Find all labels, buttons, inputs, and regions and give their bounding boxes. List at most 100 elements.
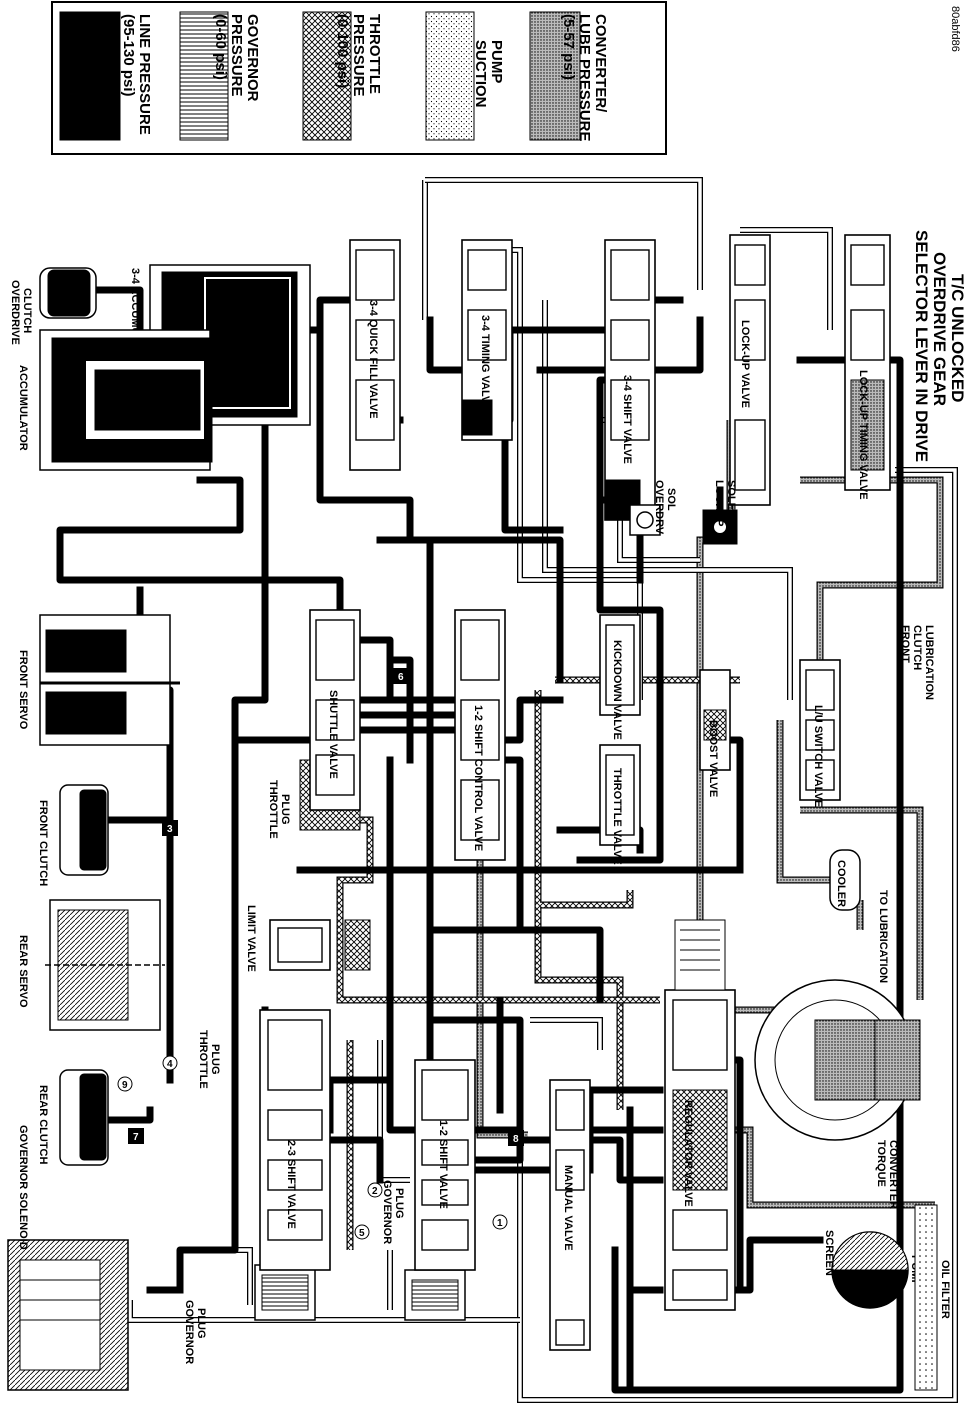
legend-swatch-converter-pressure [529, 11, 581, 141]
to-lubrication-label: TO LUBRICATION [877, 890, 889, 983]
check-ball-8: 8 [508, 1130, 524, 1146]
cooler-label: COOLER [835, 860, 847, 907]
regulator-valve-label: REGULATOR VALVE [682, 1100, 694, 1207]
governor-plug-left [254, 1264, 316, 1321]
limit-valve [269, 919, 371, 971]
legend-swatch-throttle-pressure [302, 11, 352, 141]
shift-valve-1-2 [414, 1059, 476, 1271]
legend-line-pressure-label: LINE PRESSURE [136, 14, 153, 135]
lockup-solenoid [702, 509, 738, 545]
svg-text:8: 8 [513, 1134, 519, 1145]
check-ball-1: 1 [492, 1214, 508, 1230]
state-title: SELECTOR LEVER IN DRIVE OVERDRIVE GEAR T… [912, 230, 967, 462]
kickdown-valve-label: KICKDOWN VALVE [611, 640, 623, 740]
governor-plug-mid-label: GOVERNORPLUG [381, 1180, 405, 1244]
legend-governor-label-1: GOVERNOR [244, 14, 261, 102]
rear-clutch [59, 1069, 109, 1166]
governor-solenoid [7, 1239, 129, 1391]
shift-control-valve-1-2-label: 1-2 SHIFT CONTROL VALVE [472, 705, 484, 851]
governor-plug-mid [404, 1269, 466, 1321]
legend-governor-label-2: PRESSURE [228, 14, 245, 97]
throttle-valve-label: THROTTLE VALVE [611, 768, 623, 865]
accumulator-label: ACCUMULATOR [17, 365, 29, 451]
shuttle-valve [309, 609, 361, 811]
legend-governor-range: (0-60 psi) [212, 14, 229, 80]
legend-suction-label-2: SUCTION [472, 40, 489, 108]
lockup-valve-label: LOCK-UP VALVE [739, 320, 751, 408]
governor-plug-left-label: GOVERNORPLUG [183, 1300, 207, 1364]
legend-throttle-label-1: THROTTLE [366, 14, 383, 94]
check-ball-5: 5 [354, 1224, 370, 1240]
kickdown-valve [599, 614, 641, 716]
quick-fill-valve-3-4 [349, 239, 401, 471]
legend-converter-label-1: CONVERTER/ [592, 14, 609, 113]
legend-suction-label-1: PUMP [488, 40, 505, 83]
rear-servo [45, 899, 165, 1031]
legend-throttle-label-2: PRESSURE [350, 14, 367, 97]
throttle-plug-lower-label: THROTTLEPLUG [197, 1030, 221, 1089]
front-servo [39, 614, 180, 746]
legend-converter-label-2: LUBE PRESSURE [576, 14, 593, 142]
front-clutch-lube-label: FRONTCLUTCHLUBRICATION [899, 625, 935, 700]
lu-switch-valve [799, 659, 841, 801]
throttle-valve [599, 744, 641, 846]
screen-label: SCREEN [823, 1230, 835, 1276]
throttle-plug-upper-label: THROTTLEPLUG [267, 780, 291, 839]
lockup-timing-valve [844, 234, 891, 491]
legend-converter-range: (5-57 psi) [560, 14, 577, 80]
check-ball-7: 7 [128, 1128, 144, 1144]
torque-converter-label: TORQUECONVERTER [875, 1140, 899, 1209]
shift-valve-2-3-label: 2-3 SHIFT VALVE [285, 1140, 297, 1229]
shift-valve-1-2-label: 1-2 SHIFT VALVE [437, 1120, 449, 1209]
front-clutch [59, 784, 109, 876]
timing-valve-3-4-label: 3-4 TIMING VALVE [479, 315, 491, 411]
regulator-valve [664, 919, 736, 1311]
governor-solenoid-label: GOVERNOR SOLENOID [17, 1125, 29, 1250]
state-title-line3: T/C UNLOCKED [948, 274, 967, 402]
rear-servo-label: REAR SERVO [17, 935, 29, 1008]
legend-swatch-governor-pressure [179, 11, 229, 141]
image-code: 80abfd86 [949, 6, 961, 52]
svg-text:1: 1 [497, 1218, 503, 1229]
svg-text:2: 2 [372, 1186, 378, 1197]
legend-line-pressure-range: (95-130 psi) [120, 14, 137, 97]
svg-text:7: 7 [133, 1132, 139, 1143]
limit-valve-label: LIMIT VALVE [245, 905, 257, 972]
shift-control-valve-1-2 [454, 609, 506, 861]
overdrive-solenoid-label: OVERDRVSOL [653, 480, 677, 535]
manual-valve [549, 1079, 591, 1351]
svg-text:9: 9 [122, 1080, 128, 1091]
overdrive-clutch-label: OVERDRIVECLUTCH [9, 280, 33, 345]
pump [831, 1231, 909, 1309]
boost-valve-label: BOOST VALVE [707, 720, 719, 797]
timing-valve-3-4 [461, 239, 513, 441]
svg-text:4: 4 [167, 1059, 173, 1070]
oil-filter [914, 1204, 938, 1391]
shuttle-valve-label: SHUTTLE VALVE [327, 690, 339, 779]
lockup-solenoid-label: LOCKUPSOLENOID [713, 480, 737, 538]
state-title-line1: SELECTOR LEVER IN DRIVE [912, 230, 931, 462]
state-title-line2: OVERDRIVE GEAR [930, 252, 949, 406]
check-ball-2: 2 [367, 1182, 383, 1198]
check-ball-6: 6 [393, 668, 409, 684]
svg-text:3: 3 [167, 824, 173, 835]
check-ball-4: 4 [162, 1055, 178, 1071]
overdrive-clutch [39, 267, 97, 319]
rear-clutch-label: REAR CLUTCH [37, 1085, 49, 1164]
overdrive-solenoid [629, 504, 661, 536]
quick-fill-valve-3-4-label: 3-4 QUICK FILL VALVE [367, 300, 379, 419]
boost-valve [699, 669, 731, 771]
torque-converter [754, 979, 921, 1141]
lockup-timing-valve-label: LOCK-UP TIMING VALVE [857, 370, 869, 500]
lu-switch-valve-label: L/U SWITCH VALVE [812, 705, 824, 807]
accumulator [39, 329, 213, 471]
oil-filter-label: OIL FILTER [939, 1260, 951, 1319]
check-ball-9: 9 [117, 1076, 133, 1092]
legend-swatch-pump-suction [425, 11, 475, 141]
manual-valve-label: MANUAL VALVE [562, 1165, 574, 1251]
svg-text:5: 5 [359, 1228, 365, 1239]
front-clutch-label: FRONT CLUTCH [37, 800, 49, 886]
cooler [829, 849, 861, 911]
legend-throttle-range: (0-100 psi) [334, 14, 351, 88]
